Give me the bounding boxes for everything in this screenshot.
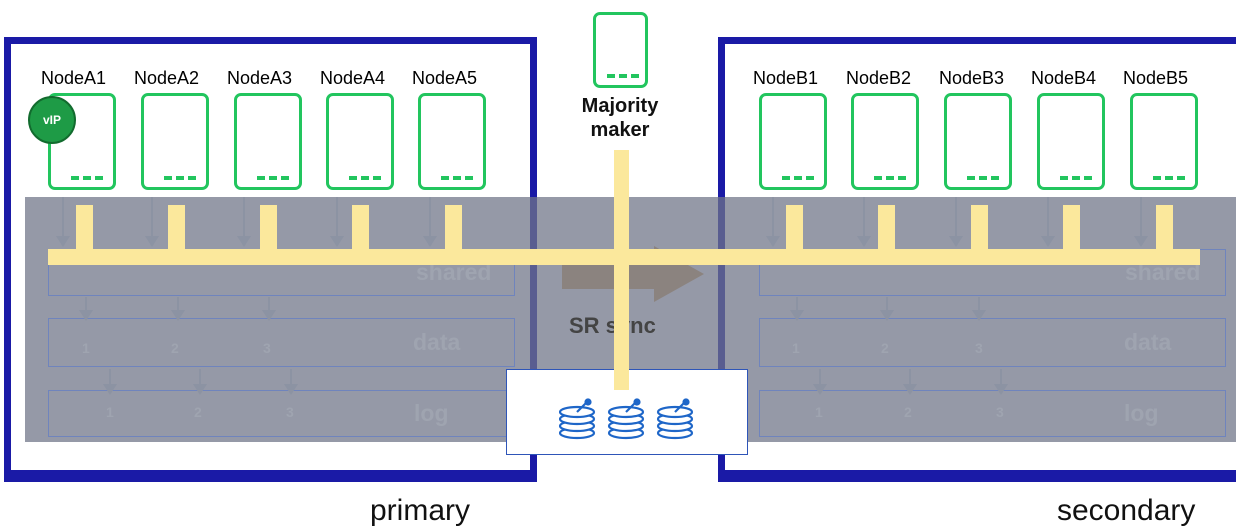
lane-log-num-3-right: 3 (996, 404, 1004, 420)
node-label-b1: NodeB1 (753, 68, 819, 88)
majority-maker-node (593, 12, 648, 88)
node-status-dashes (782, 176, 814, 180)
node-status-dashes (257, 176, 289, 180)
connector-arrow (857, 197, 871, 247)
node-link-b5 (1156, 205, 1173, 251)
node-label-a4: NodeA4 (320, 68, 386, 88)
connector-arrow (423, 197, 437, 247)
node-b1 (759, 93, 827, 190)
node-a2 (141, 93, 209, 190)
primary-site-label: primary (370, 494, 471, 527)
node-link-b4 (1063, 205, 1080, 251)
connector-arrow (790, 297, 804, 321)
lane-data-num-2-right: 2 (881, 340, 889, 356)
node-status-dashes (349, 176, 381, 180)
lane-data-num-3-left: 3 (263, 340, 271, 356)
node-link-b1 (786, 205, 803, 251)
lane-log-num-3-left: 3 (286, 404, 294, 420)
connector-arrow (949, 197, 963, 247)
lane-data-num-1-left: 1 (82, 340, 90, 356)
connector-arrow (103, 369, 117, 395)
node-label-a3: NodeA3 (227, 68, 293, 88)
node-link-a3 (260, 205, 277, 251)
majority-maker-line2: maker (590, 119, 650, 141)
majority-maker-link (614, 150, 629, 390)
node-link-a5 (445, 205, 462, 251)
node-status-dashes (607, 74, 639, 78)
connector-arrow (171, 297, 185, 321)
node-status-dashes (874, 176, 906, 180)
node-a4 (326, 93, 394, 190)
node-b4 (1037, 93, 1105, 190)
node-label-b4: NodeB4 (1031, 68, 1097, 88)
connector-arrow (145, 197, 159, 247)
node-status-dashes (71, 176, 103, 180)
lane-log-num-2-right: 2 (904, 404, 912, 420)
lane-log-right (759, 390, 1226, 437)
node-label-a5: NodeA5 (412, 68, 478, 88)
lane-log-num-2-left: 2 (194, 404, 202, 420)
connector-arrow (330, 197, 344, 247)
connector-arrow (972, 297, 986, 321)
vip-badge: vIP (28, 96, 76, 144)
node-label-b5: NodeB5 (1123, 68, 1189, 88)
node-status-dashes (441, 176, 473, 180)
connector-arrow (766, 197, 780, 247)
node-link-b2 (878, 205, 895, 251)
node-b2 (851, 93, 919, 190)
node-link-b3 (971, 205, 988, 251)
lane-data-left (48, 318, 515, 367)
lane-data-label-left: data (413, 329, 461, 355)
node-status-dashes (1060, 176, 1092, 180)
connector-arrow (237, 197, 251, 247)
storage-overlay: shared data log 1 2 3 1 2 3 shared data … (25, 197, 1236, 442)
lane-data-right (759, 318, 1226, 367)
node-label-a1: NodeA1 (41, 68, 107, 88)
node-label-b2: NodeB2 (846, 68, 912, 88)
node-a3 (234, 93, 302, 190)
node-link-a1 (76, 205, 93, 251)
majority-maker-line1: Majority (581, 95, 659, 117)
sr-sync-label: SR sync (569, 313, 656, 338)
connector-arrow (193, 369, 207, 395)
node-b5 (1130, 93, 1198, 190)
connector-arrow (994, 369, 1008, 395)
connector-arrow (903, 369, 917, 395)
majority-maker-label: Majority maker (570, 94, 670, 142)
node-a5 (418, 93, 486, 190)
node-status-dashes (1153, 176, 1185, 180)
node-label-b3: NodeB3 (939, 68, 1005, 88)
connector-arrow (56, 197, 70, 247)
lane-data-num-2-left: 2 (171, 340, 179, 356)
node-status-dashes (164, 176, 196, 180)
connector-arrow (813, 369, 827, 395)
connector-arrow (1041, 197, 1055, 247)
connector-arrow (880, 297, 894, 321)
connector-arrow (262, 297, 276, 321)
node-status-dashes (967, 176, 999, 180)
node-link-a4 (352, 205, 369, 251)
node-link-a2 (168, 205, 185, 251)
lane-log-label-left: log (414, 400, 449, 426)
connector-arrow (1134, 197, 1148, 247)
lane-data-num-1-right: 1 (792, 340, 800, 356)
lane-log-num-1-left: 1 (106, 404, 114, 420)
connector-arrow (284, 369, 298, 395)
connector-arrow (79, 297, 93, 321)
node-label-a2: NodeA2 (134, 68, 200, 88)
lane-log-num-1-right: 1 (815, 404, 823, 420)
lane-log-label-right: log (1124, 400, 1159, 426)
lane-data-num-3-right: 3 (975, 340, 983, 356)
disk-stack-icon (559, 398, 694, 440)
lane-data-label-right: data (1124, 329, 1172, 355)
secondary-site-label: secondary (1057, 494, 1196, 527)
node-b3 (944, 93, 1012, 190)
